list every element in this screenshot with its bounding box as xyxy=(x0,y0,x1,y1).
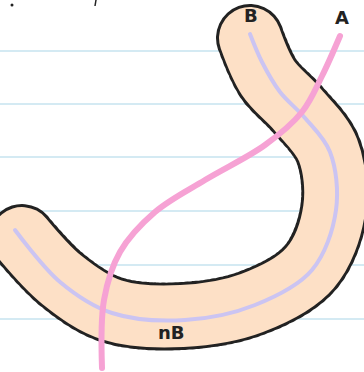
curve-b xyxy=(15,34,337,320)
dotted-outline xyxy=(22,38,335,316)
band-fill xyxy=(22,38,335,316)
pen-mark xyxy=(95,0,96,6)
neighborhood-band: nB xyxy=(8,25,360,365)
region-label: nB xyxy=(158,323,185,343)
ruled-line xyxy=(0,50,364,51)
curve-a xyxy=(102,36,340,368)
pen-mark xyxy=(11,4,14,7)
curve-label: A xyxy=(335,8,349,28)
curve-label: B xyxy=(244,6,258,26)
band-illustration xyxy=(8,25,360,365)
